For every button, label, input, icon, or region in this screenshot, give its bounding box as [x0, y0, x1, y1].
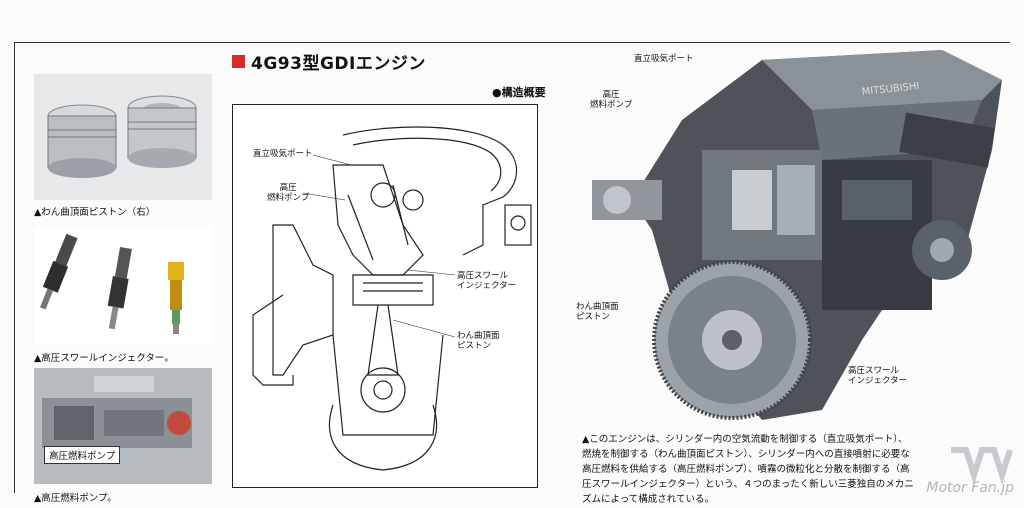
engine-label-injector-line2: インジェクター [848, 376, 908, 386]
diagram-label-piston-line1: わん曲頂面 [457, 331, 500, 341]
page-title: 4G93型GDIエンジン [232, 49, 426, 74]
diagram-label-piston: わん曲頂面 ピストン [457, 331, 500, 351]
structure-overview-heading: ●構造概要 [492, 86, 546, 99]
injector-illustration [39, 233, 184, 334]
page-title-text: 4G93型GDIエンジン [251, 54, 426, 74]
engine-cross-section-diagram: 直立吸気ポート 高圧 燃料ポンプ 高圧スワール インジェクター わん曲頂面 ピス… [232, 104, 538, 488]
engine-label-pump-line2: 燃料ポンプ [590, 100, 633, 110]
pump-photo-label: 高圧燃料ポンプ [44, 446, 121, 464]
description-line-2: 燃焼を制御する（わん曲頂面ピストン）、シリンダー内への直接噴射に必要な [582, 449, 910, 460]
engine-label-piston: わん曲頂面 ピストン [576, 302, 619, 322]
motorfan-logo-icon [951, 447, 1013, 485]
injector-caption: ▲高圧スワールインジェクター。 [34, 353, 174, 364]
red-square-icon [232, 55, 245, 68]
watermark-text: Motor Fan.jp [926, 480, 1014, 496]
description-line-1: ▲このエンジンは、シリンダー内の空気流動を制御する（直立吸気ポート）、 [582, 434, 908, 445]
engine-label-port: 直立吸気ポート [634, 54, 694, 64]
cross-section-drawing [252, 126, 532, 471]
description-line-3: 高圧燃料を供給する（高圧燃料ポンプ）、噴霧の微粒化と分散を制御する（高 [582, 464, 910, 475]
description-line-4: 圧スワールインジェクター）という、４つのまったく新しい三菱独自のメカニ [582, 479, 914, 490]
injector-photo [34, 226, 212, 344]
piston-caption: ▲わん曲頂面ピストン（右） [34, 207, 156, 218]
engine-description: ▲このエンジンは、シリンダー内の空気流動を制御する（直立吸気ポート）、 燃焼を制… [582, 432, 982, 507]
pump-photo: 高圧燃料ポンプ [34, 368, 212, 484]
engine-label-injector: 高圧スワール インジェクター [848, 366, 907, 386]
engine-cutaway-drawing: MITSUBISHI [592, 50, 1002, 420]
engine-label-piston-line1: わん曲頂面 [576, 302, 619, 312]
page-frame [14, 42, 1010, 493]
description-line-5: ズムによって構成されている。 [582, 494, 714, 505]
diagram-label-injector-line1: 高圧スワール [457, 271, 509, 281]
pump-caption: ▲高圧燃料ポンプ。 [34, 493, 117, 504]
engine-cutaway-illustration: MITSUBISHI 直立吸気ポート 高圧 燃料ポンプ わん曲頂面 ピストン 高… [562, 40, 1010, 440]
piston-photo [34, 74, 212, 200]
diagram-label-injector: 高圧スワール インジェクター [457, 271, 516, 291]
engine-label-injector-line1: 高圧スワール [848, 366, 900, 376]
engine-label-pump-line1: 高圧 [602, 90, 620, 100]
diagram-label-piston-line2: ピストン [457, 341, 492, 351]
engine-label-piston-line2: ピストン [576, 312, 611, 322]
pump-illustration [34, 368, 212, 484]
diagram-label-injector-line2: インジェクター [457, 281, 517, 291]
diagram-label-pump-line2: 燃料ポンプ [267, 193, 310, 203]
engine-label-pump: 高圧 燃料ポンプ [590, 90, 632, 110]
diagram-label-port: 直立吸気ポート [253, 149, 313, 159]
piston-illustration [34, 74, 212, 200]
diagram-label-pump-line1: 高圧 [279, 183, 297, 193]
diagram-label-pump: 高圧 燃料ポンプ [267, 183, 309, 203]
